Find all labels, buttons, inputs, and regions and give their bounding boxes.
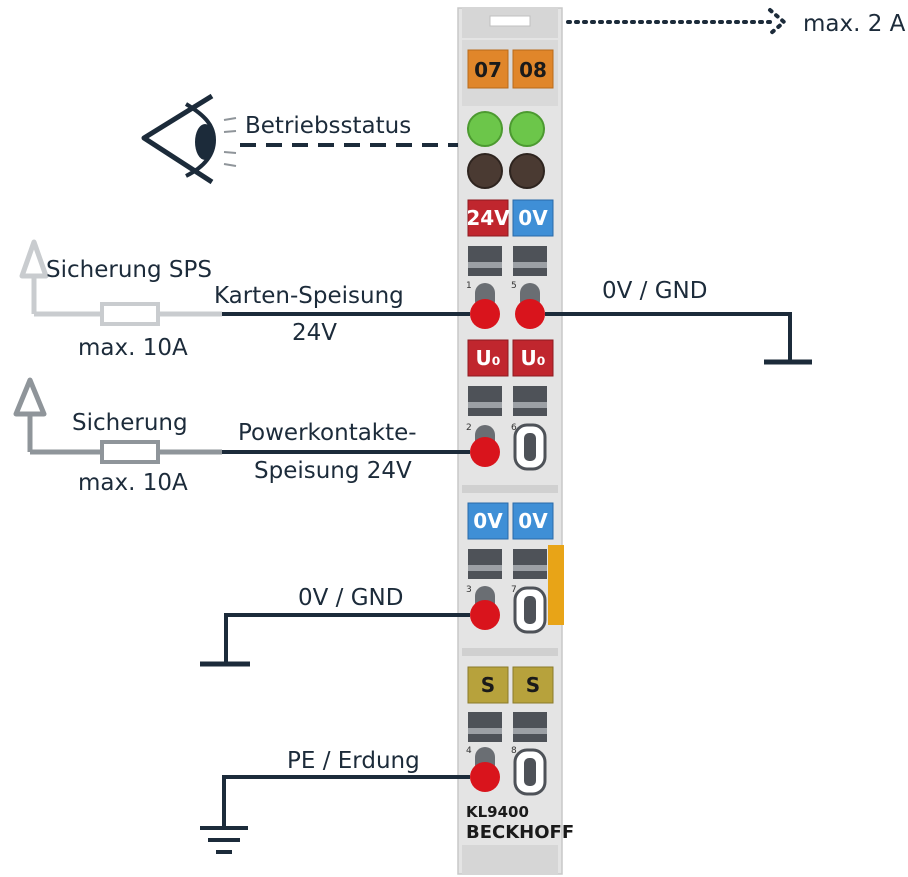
svg-text:07: 07	[474, 58, 502, 82]
brand-label: BECKHOFF	[466, 822, 574, 843]
svg-text:3: 3	[466, 585, 472, 595]
fuse-icon	[100, 302, 160, 326]
ground-icon	[200, 613, 470, 667]
contact-8	[513, 748, 547, 796]
fuse-sps-label: Sicherung SPS	[46, 257, 212, 283]
contact-4	[470, 762, 500, 792]
tag-s-2: S	[512, 666, 554, 704]
fuse-power-rating: max. 10A	[78, 470, 188, 496]
clamp-slot	[468, 549, 547, 579]
svg-text:U₀: U₀	[476, 346, 501, 370]
channel-tag-07: 07	[467, 49, 509, 89]
tag-s-1: S	[467, 666, 509, 704]
fuse-sps-circuit	[19, 239, 222, 326]
svg-text:6: 6	[511, 423, 517, 433]
card-supply-label-1: Karten-Speisung	[214, 283, 404, 309]
contact-2	[470, 437, 500, 467]
pe-label: PE / Erdung	[287, 748, 420, 774]
led-off-2	[509, 153, 545, 189]
status-label: Betriebsstatus	[245, 113, 411, 139]
model-label: KL9400	[466, 803, 529, 821]
svg-text:4: 4	[466, 746, 472, 756]
contact-6	[513, 423, 547, 471]
clamp-slot	[468, 246, 547, 276]
led-green-2	[509, 111, 545, 147]
gnd-mid-label: 0V / GND	[298, 585, 403, 611]
tag-24v: 24V	[466, 199, 510, 237]
svg-text:0V: 0V	[518, 206, 548, 230]
led-off-1	[467, 153, 503, 189]
dotted-arrow-icon	[566, 8, 788, 36]
tag-uo-1: U₀	[467, 339, 509, 377]
earth-ground-icon	[200, 775, 470, 854]
channel-tag-08: 08	[512, 49, 554, 89]
contact-3	[470, 600, 500, 630]
svg-text:2: 2	[466, 423, 472, 433]
svg-text:08: 08	[519, 58, 547, 82]
svg-text:S: S	[481, 673, 495, 697]
side-latch	[548, 545, 564, 625]
clamp-slot	[468, 386, 547, 416]
tag-uo-2: U₀	[512, 339, 554, 377]
ground-icon	[545, 312, 812, 365]
fuse-power-circuit	[13, 377, 222, 464]
power-contacts-label-1: Powerkontakte-	[238, 420, 417, 446]
svg-text:1: 1	[466, 281, 472, 291]
svg-text:8: 8	[511, 746, 517, 756]
tag-0v: 0V	[512, 199, 554, 237]
svg-text:0V: 0V	[518, 509, 548, 533]
fuse-power-label: Sicherung	[72, 410, 188, 436]
svg-text:U₀: U₀	[521, 346, 546, 370]
svg-text:S: S	[526, 673, 540, 697]
fuse-icon	[100, 440, 160, 464]
svg-text:0V: 0V	[473, 509, 503, 533]
power-contacts-label-2: Speisung 24V	[254, 458, 412, 484]
svg-text:5: 5	[511, 281, 517, 291]
tag-0v-b: 0V	[512, 502, 554, 540]
contact-1	[470, 299, 500, 329]
max-current-label: max. 2 A	[803, 11, 906, 37]
card-supply-label-2: 24V	[292, 320, 337, 346]
svg-text:7: 7	[511, 585, 517, 595]
gnd-top-label: 0V / GND	[602, 278, 707, 304]
svg-text:24V: 24V	[466, 206, 510, 230]
tag-0v-a: 0V	[467, 502, 509, 540]
contact-7	[513, 586, 547, 634]
clamp-slot	[468, 712, 547, 742]
fuse-sps-rating: max. 10A	[78, 335, 188, 361]
contact-5	[515, 299, 545, 329]
led-green-1	[467, 111, 503, 147]
eye-icon	[141, 93, 237, 185]
